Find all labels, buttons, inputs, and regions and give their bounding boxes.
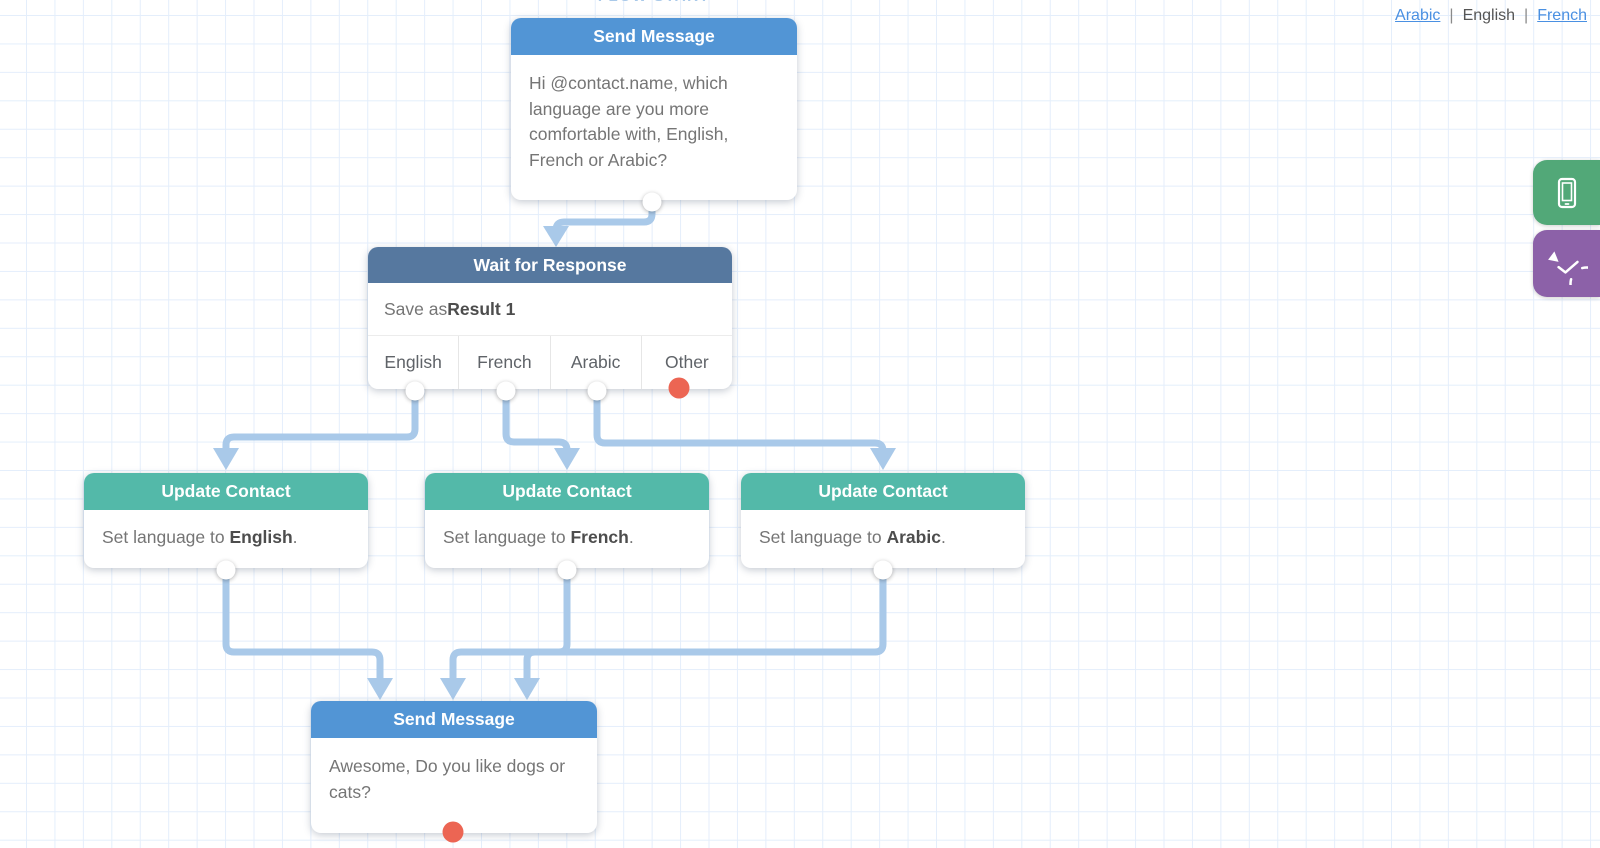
reply-options-row: English French Arabic Other (368, 335, 732, 389)
node-update-contact-english[interactable]: Update Contact Set language to English. (84, 473, 368, 568)
node-body: Set language to Arabic. (741, 510, 1025, 566)
output-port[interactable] (873, 560, 893, 580)
language-switcher: Arabic | English | French (1395, 7, 1587, 25)
history-button[interactable] (1533, 230, 1600, 297)
node-send-message-top[interactable]: Send Message Hi @contact.name, which lan… (511, 18, 797, 200)
connector-french-to-uc2 (502, 390, 580, 470)
node-header: Update Contact (84, 473, 368, 510)
wait-option-arabic[interactable]: Arabic (549, 336, 641, 389)
body-language: Arabic (886, 527, 941, 547)
wait-option-other[interactable]: Other (640, 336, 732, 389)
save-as-value: Result 1 (447, 298, 516, 319)
body-suffix: . (292, 527, 298, 547)
node-body: Awesome, Do you like dogs or cats? (329, 756, 566, 802)
connector-arabic-to-uc3 (593, 390, 896, 470)
connector-uc1-to-sm2 (222, 568, 393, 700)
separator: | (1449, 7, 1454, 24)
save-as-row: Save as Result 1 (368, 283, 732, 335)
output-port[interactable] (216, 560, 236, 580)
unconnected-port-dot[interactable] (442, 821, 464, 843)
wait-option-english[interactable]: English (384, 352, 442, 372)
node-body: Set language to English. (84, 510, 368, 566)
output-port[interactable] (496, 381, 516, 401)
preview-phone-button[interactable] (1533, 160, 1600, 225)
history-icon (1547, 250, 1588, 285)
node-body: Set language to French. (425, 510, 709, 566)
body-prefix: Set language to (443, 527, 571, 547)
body-prefix: Set language to (759, 527, 887, 547)
lang-current-english: English (1462, 7, 1516, 24)
flow-start-label: FLOW START (511, 0, 797, 5)
node-header: Send Message (511, 18, 797, 55)
node-body: Hi @contact.name, which language are you… (529, 73, 729, 170)
node-update-contact-french[interactable]: Update Contact Set language to French. (425, 473, 709, 568)
separator: | (1524, 7, 1529, 24)
body-suffix: . (940, 527, 946, 547)
wait-option-french[interactable]: French (458, 336, 549, 389)
body-prefix: Set language to (102, 527, 230, 547)
node-header: Wait for Response (368, 247, 732, 283)
lang-link-arabic[interactable]: Arabic (1395, 7, 1441, 24)
output-port[interactable] (587, 381, 607, 401)
node-update-contact-arabic[interactable]: Update Contact Set language to Arabic. (741, 473, 1025, 568)
smartphone-icon (1557, 177, 1576, 208)
connector-english-to-uc1 (213, 390, 419, 470)
body-language: English (229, 527, 293, 547)
connector-sm1-to-wait (543, 200, 656, 247)
save-as-label: Save as (384, 298, 448, 319)
node-wait-for-response[interactable]: Wait for Response Save as Result 1 Engli… (368, 247, 732, 389)
node-header: Send Message (311, 701, 597, 738)
lang-link-french[interactable]: French (1537, 7, 1587, 24)
node-header: Update Contact (425, 473, 709, 510)
unconnected-port-dot[interactable] (668, 377, 690, 399)
connector-uc3-to-sm2 (440, 568, 887, 700)
output-port[interactable] (642, 192, 662, 212)
body-suffix: . (628, 527, 634, 547)
output-port[interactable] (557, 560, 577, 580)
node-send-message-bottom[interactable]: Send Message Awesome, Do you like dogs o… (311, 701, 597, 833)
body-language: French (570, 527, 629, 547)
connector-uc2-to-sm2 (514, 568, 571, 700)
output-port[interactable] (405, 381, 425, 401)
node-header: Update Contact (741, 473, 1025, 510)
